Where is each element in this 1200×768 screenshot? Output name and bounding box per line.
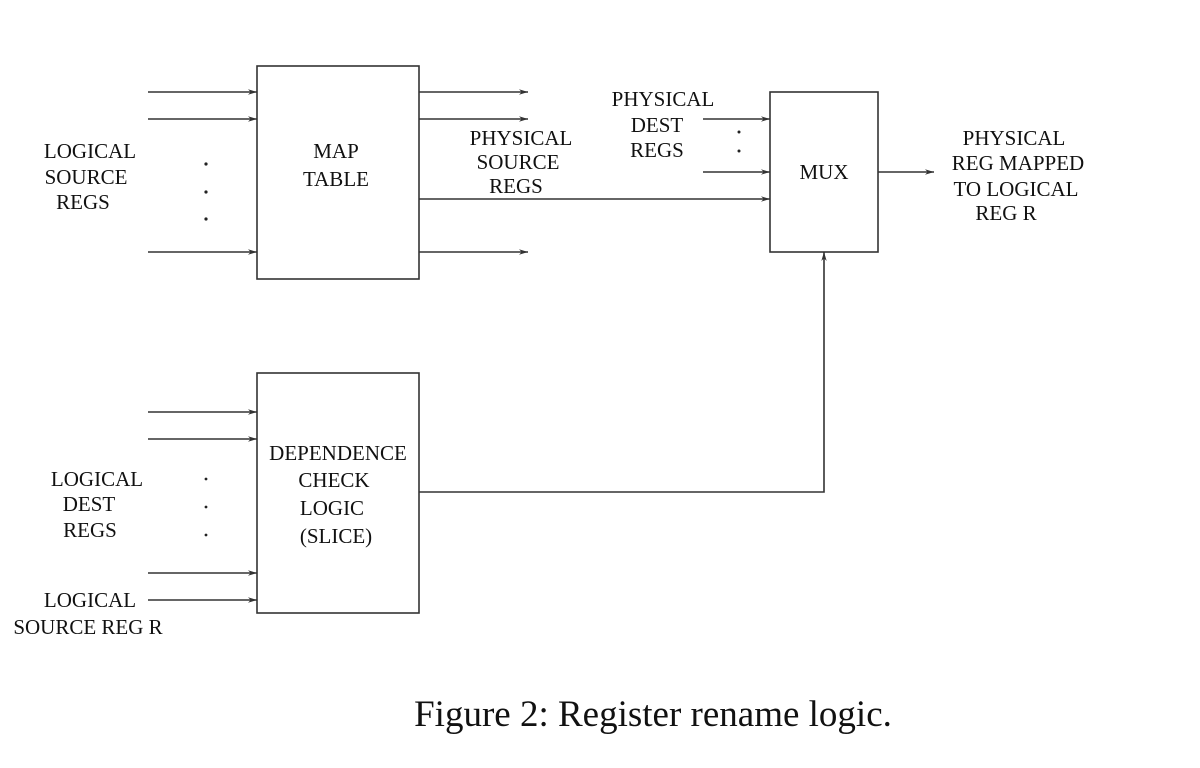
ellipsis-dot [737,149,741,153]
ellipsis-dot [204,533,208,537]
mux-label: MUX [799,160,848,184]
logical-source-regs-label: LOGICAL [44,139,136,163]
map-table-label-2: TABLE [303,167,369,191]
physical-reg-mapped-label: PHYSICAL [963,126,1066,150]
ellipsis-dot [204,190,208,194]
logical-dest-regs-label: DEST [63,492,116,516]
logical-source-regs-label: REGS [56,190,110,214]
ellipsis-dot [204,477,208,481]
physical-reg-mapped-label: REG MAPPED [952,151,1084,175]
logical-dest-regs-label: LOGICAL [51,467,143,491]
logical-dest-regs-label: REGS [63,518,117,542]
physical-source-regs-label: PHYSICAL [470,126,573,150]
map-table-label-1: MAP [313,139,359,163]
physical-source-regs-label: SOURCE [477,150,560,174]
logical-source-reg-r-label: LOGICAL [44,588,136,612]
physical-reg-mapped-label: TO LOGICAL [953,177,1078,201]
logical-source-reg-r-label: SOURCE REG R [13,615,162,639]
figure-caption: Figure 2: Register rename logic. [414,694,892,735]
physical-dest-regs-label: PHYSICAL [612,87,715,111]
ellipsis-dot [204,505,208,509]
ellipsis-dot [204,162,208,166]
physical-dest-regs-label: REGS [630,138,684,162]
dep-to-mux-select-arrow [419,252,827,493]
dependence-check-block [256,372,420,614]
dependence-check-label: DEPENDENCE [269,441,407,465]
ellipsis-dot [737,130,741,134]
dependence-check-label: (SLICE) [300,524,372,548]
physical-reg-mapped-label: REG R [975,201,1036,225]
physical-source-regs-label: REGS [489,174,543,198]
physical-dest-regs-label: DEST [631,113,684,137]
dependence-check-label: CHECK [298,468,369,492]
dependence-check-label: LOGIC [300,496,364,520]
logical-source-regs-label: SOURCE [45,165,128,189]
map-table-block [256,65,420,280]
ellipsis-dot [204,217,208,221]
